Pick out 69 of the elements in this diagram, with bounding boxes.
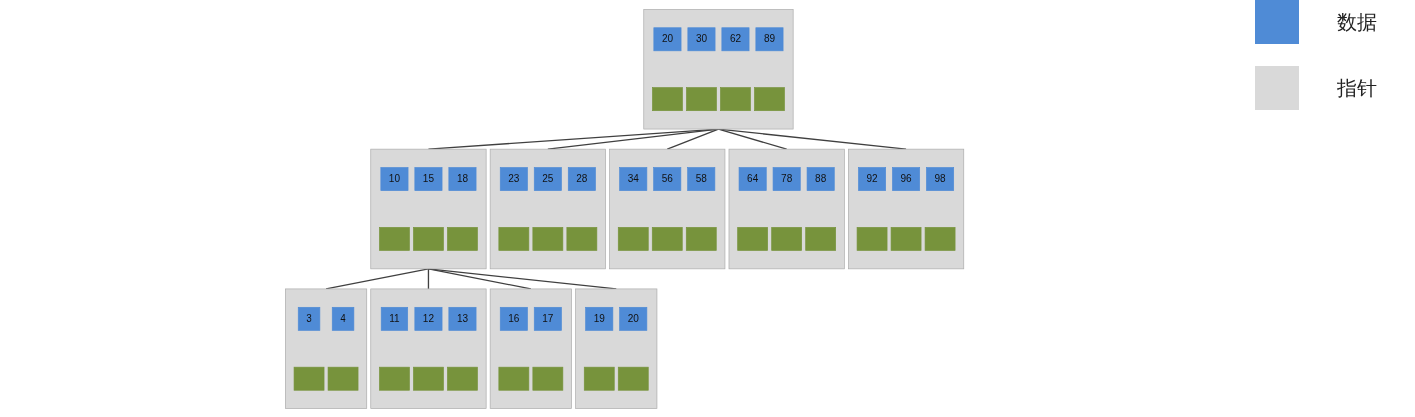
cluster xyxy=(643,8,794,129)
node-box: 20 xyxy=(653,26,682,51)
node-box: 3 xyxy=(298,306,321,331)
node-box: 19 xyxy=(585,306,614,331)
node-box xyxy=(294,366,325,391)
node-box: 4 xyxy=(332,306,355,331)
node-box: 16 xyxy=(500,306,529,331)
cluster xyxy=(490,148,607,269)
node-box xyxy=(891,226,922,251)
node-box xyxy=(584,366,616,391)
node-box xyxy=(447,226,479,251)
node-box xyxy=(618,366,650,391)
node-box: 13 xyxy=(448,306,477,331)
node-box: 64 xyxy=(739,166,768,191)
cluster xyxy=(575,288,658,409)
node-box: 78 xyxy=(773,166,802,191)
node-box xyxy=(754,86,786,111)
node-box: 30 xyxy=(687,26,716,51)
cluster xyxy=(490,288,573,409)
node-box: 20 xyxy=(619,306,648,331)
node-box xyxy=(857,226,888,251)
node-box: 96 xyxy=(892,166,921,191)
legend-label: 指针 xyxy=(1337,74,1377,102)
node-box xyxy=(379,226,411,251)
node-box: 17 xyxy=(534,306,563,331)
node-box xyxy=(498,226,530,251)
cluster xyxy=(370,288,487,409)
node-box: 12 xyxy=(414,306,443,331)
node-box xyxy=(566,226,598,251)
node-box: 11 xyxy=(381,306,409,331)
node-box xyxy=(618,226,650,251)
cluster xyxy=(848,148,965,269)
cluster xyxy=(729,148,846,269)
node-box xyxy=(413,366,445,391)
node-box: 62 xyxy=(721,26,750,51)
node-box xyxy=(447,366,479,391)
node-box: 23 xyxy=(500,166,529,191)
node-box xyxy=(532,366,564,391)
node-box xyxy=(805,226,837,251)
cluster xyxy=(370,148,487,269)
node-box: 58 xyxy=(687,166,716,191)
node-box xyxy=(720,86,752,111)
node-box: 92 xyxy=(858,166,887,191)
node-box xyxy=(652,226,684,251)
node-box xyxy=(328,366,359,391)
node-box: 15 xyxy=(414,166,443,191)
node-box xyxy=(498,366,530,391)
node-box: 28 xyxy=(568,166,597,191)
node-box: 18 xyxy=(448,166,477,191)
node-box xyxy=(686,86,718,111)
node-box xyxy=(652,86,684,111)
connector xyxy=(428,267,430,290)
node-box: 56 xyxy=(653,166,682,191)
cluster xyxy=(609,148,726,269)
node-box xyxy=(686,226,718,251)
node-box: 89 xyxy=(755,26,784,51)
node-box xyxy=(413,226,445,251)
node-box xyxy=(379,366,411,391)
node-box xyxy=(532,226,564,251)
node-box: 98 xyxy=(926,166,955,191)
node-box xyxy=(925,226,956,251)
node-box: 10 xyxy=(380,166,409,191)
node-box: 88 xyxy=(807,166,836,191)
node-box: 25 xyxy=(534,166,563,191)
node-box xyxy=(737,226,769,251)
cluster xyxy=(285,288,368,409)
node-box: 34 xyxy=(619,166,648,191)
legend-label: 数据 xyxy=(1337,8,1377,36)
node-box xyxy=(771,226,803,251)
